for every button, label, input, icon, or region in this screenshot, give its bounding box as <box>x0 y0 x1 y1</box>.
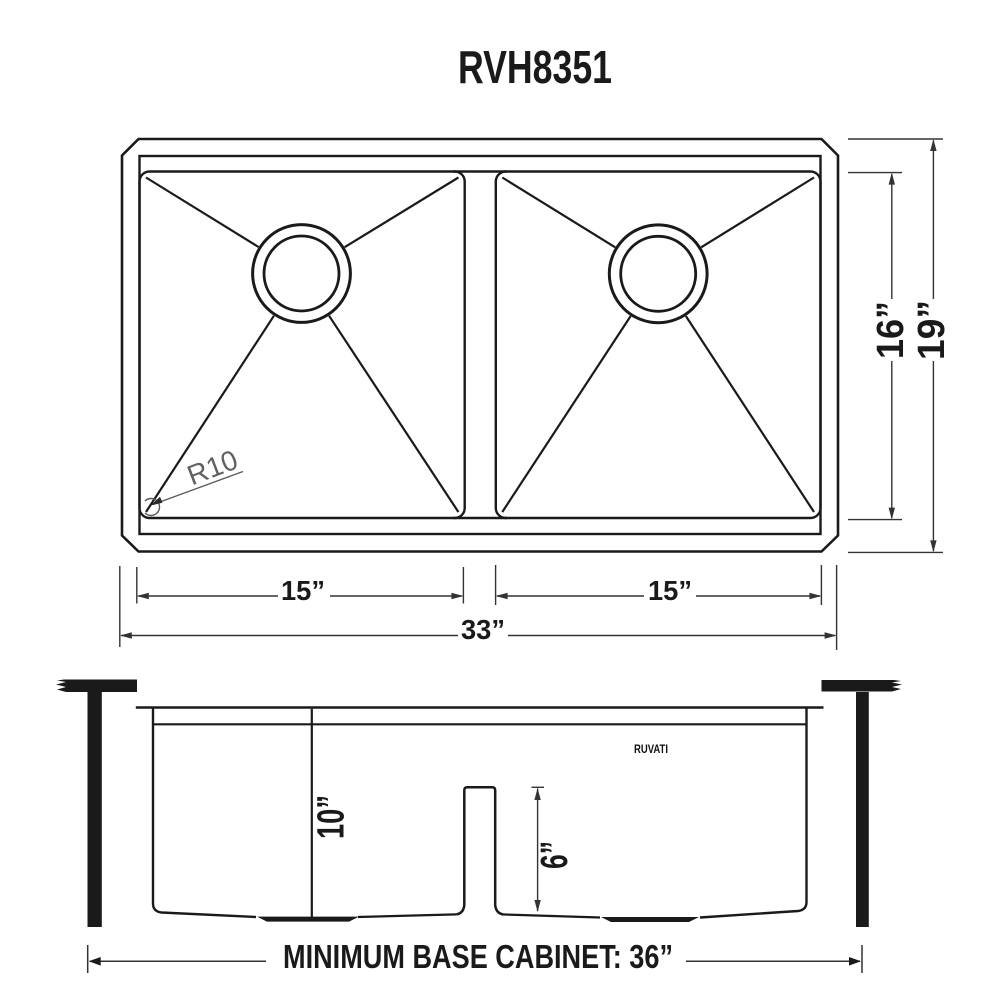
svg-text:15”: 15” <box>281 575 325 606</box>
svg-text:16”: 16” <box>870 301 912 359</box>
svg-text:15”: 15” <box>648 575 692 606</box>
svg-text:RUVATI: RUVATI <box>634 742 668 756</box>
svg-text:RVH8351: RVH8351 <box>458 41 612 93</box>
svg-text:MINIMUM BASE CABINET: 36”: MINIMUM BASE CABINET: 36” <box>283 938 673 975</box>
svg-text:6”: 6” <box>534 841 576 869</box>
svg-text:10”: 10” <box>311 795 353 839</box>
svg-text:33”: 33” <box>461 614 505 645</box>
svg-text:19”: 19” <box>911 300 953 360</box>
